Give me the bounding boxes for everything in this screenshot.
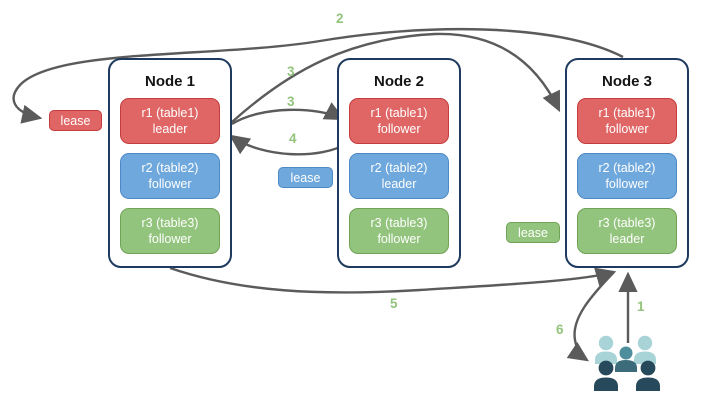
replica-role: follower [148,177,192,191]
node1-replica-r1-leader: r1 (table1) leader [120,98,220,144]
step-label-3-upper: 3 [287,64,295,79]
replica-role: leader [609,232,645,246]
node-1: Node 1 r1 (table1) leader r2 (table2) fo… [108,58,232,268]
step-label-2: 2 [336,11,344,26]
replica-name: r2 (table2) [598,160,656,175]
step-label-3-lower: 3 [287,94,295,109]
replica-name: r2 (table2) [370,160,428,175]
node2-replica-r1-follower: r1 (table1) follower [349,98,449,144]
arrow-step3-replicate-to-node3 [231,32,561,123]
users-icon [594,335,660,391]
node-2-title: Node 2 [373,73,424,90]
replica-role: follower [605,122,649,136]
lease-badge-r1: lease [49,110,102,131]
node2-replica-r3-follower: r3 (table3) follower [349,208,449,254]
replica-name: r1 (table1) [141,105,199,120]
arrow-step6-response [566,271,615,362]
replica-name: r3 (table3) [370,215,428,230]
node-1-title: Node 1 [144,73,195,90]
replica-role: leader [152,122,188,136]
replica-name: r1 (table1) [370,105,428,120]
node1-replica-r2-follower: r2 (table2) follower [120,153,220,199]
step-label-4: 4 [289,131,297,146]
node3-replica-r3-leader: r3 (table3) leader [577,208,677,254]
step-label-6: 6 [556,322,564,337]
replica-role: follower [148,232,192,246]
arrow-step5-forward [169,266,617,294]
replica-role: leader [381,177,417,191]
replica-name: r2 (table2) [141,160,199,175]
node-2: Node 2 r1 (table1) follower r2 (table2) … [337,58,461,268]
step-label-1: 1 [637,299,645,314]
user-mid-body [615,360,637,372]
arrow-step2-lease-transfer [12,27,624,124]
replica-role: follower [377,122,421,136]
step-label-5: 5 [390,296,398,311]
replica-role: follower [377,232,421,246]
node-3: Node 3 r1 (table1) follower r2 (table2) … [565,58,689,268]
replica-role: follower [605,177,649,191]
user-mid-head [619,346,633,360]
replica-name: r3 (table3) [598,215,656,230]
node3-replica-r1-follower: r1 (table1) follower [577,98,677,144]
replica-name: r3 (table3) [141,215,199,230]
lease-badge-r3: lease [506,222,560,243]
replica-name: r1 (table1) [598,105,656,120]
node-3-title: Node 3 [601,73,652,90]
node2-replica-r2-leader: r2 (table2) leader [349,153,449,199]
lease-badge-r2: lease [278,167,333,188]
node1-replica-r3-follower: r3 (table3) follower [120,208,220,254]
arrow-step3-replicate-to-node2 [231,102,346,126]
node3-replica-r2-follower: r2 (table2) follower [577,153,677,199]
